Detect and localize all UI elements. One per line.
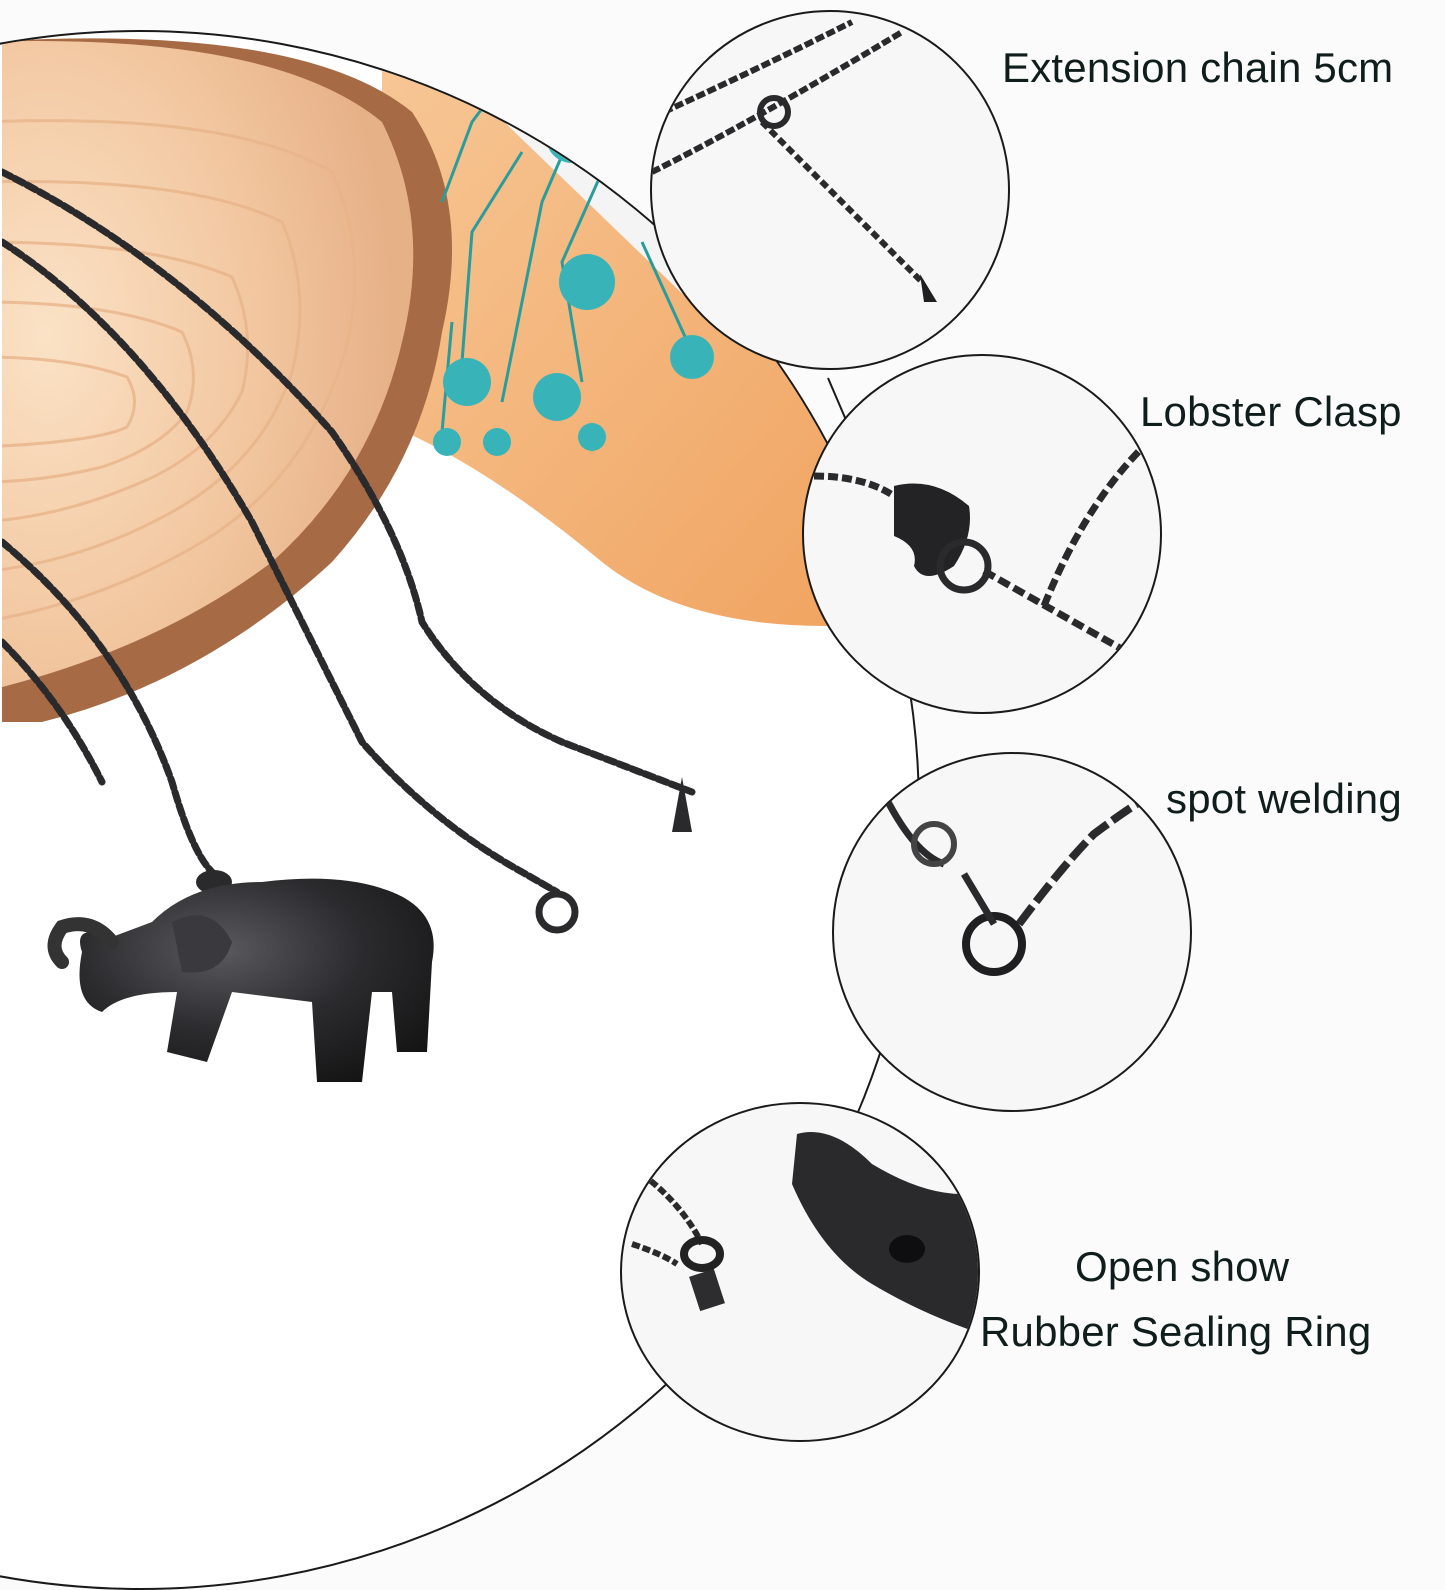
label-extension-chain: Extension chain 5cm xyxy=(1002,44,1394,91)
label-lobster-clasp: Lobster Clasp xyxy=(1140,388,1402,435)
detail-circle-lobster-clasp xyxy=(802,354,1162,714)
elephant-pendant xyxy=(47,870,434,1082)
label-open-show: Open show xyxy=(1075,1243,1290,1290)
detail-circle-spot-welding xyxy=(832,752,1192,1112)
teal-flowers xyxy=(440,81,694,433)
label-rubber-sealing-ring: Rubber Sealing Ring xyxy=(980,1308,1372,1355)
wood-face xyxy=(2,41,414,688)
lobster-clasp-illustration xyxy=(813,443,1147,660)
detail-circle-open-show xyxy=(620,1102,980,1442)
extension-drop xyxy=(672,777,692,832)
label-spot-welding: spot welding xyxy=(1166,775,1402,822)
chains xyxy=(2,168,696,896)
detail-circle-extension-chain xyxy=(650,10,1010,370)
spot-welding-illustration xyxy=(880,790,1156,976)
extension-chain-illustration xyxy=(652,19,937,302)
open-show-illustration xyxy=(631,1132,978,1333)
lobster-clasp-ring xyxy=(535,890,579,934)
